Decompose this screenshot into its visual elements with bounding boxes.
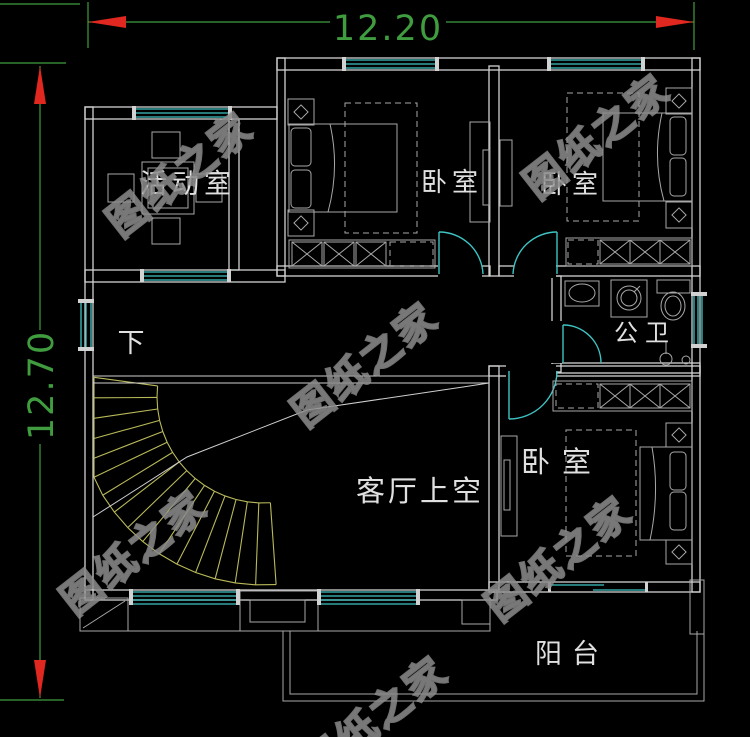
window-south-a xyxy=(129,589,240,605)
rug xyxy=(344,102,418,234)
nightstand xyxy=(287,209,315,237)
furniture-bedroom1 xyxy=(287,98,491,269)
stair-stringer xyxy=(93,377,277,586)
door-bedroom3 xyxy=(508,370,558,420)
windows xyxy=(78,57,707,605)
label-bedroom-bottom: 卧室 xyxy=(521,445,603,479)
stair-tread xyxy=(93,419,160,440)
void-edge xyxy=(92,375,490,518)
arrow-up-icon xyxy=(34,66,46,104)
chair xyxy=(107,173,135,203)
sill-and-balcony xyxy=(79,579,705,702)
stair-tread xyxy=(93,441,168,478)
pillar-small xyxy=(461,599,491,625)
furniture-activity-room xyxy=(107,131,223,245)
pillow xyxy=(669,451,687,491)
stair-tread xyxy=(93,408,158,419)
label-balcony: 阳台 xyxy=(535,639,609,670)
furniture-bedroom2 xyxy=(499,87,693,267)
window-activity-top xyxy=(132,106,232,120)
tv-cabinet xyxy=(499,139,513,207)
door-bedroom2 xyxy=(512,231,558,275)
balcony-railing-outer xyxy=(282,631,705,702)
balcony-railing-inner xyxy=(289,631,698,695)
arrow-down-icon xyxy=(34,660,46,698)
arrow-right-icon xyxy=(656,16,694,28)
rug xyxy=(566,92,640,222)
stair-tread xyxy=(176,490,215,565)
bed xyxy=(602,112,693,202)
toilet xyxy=(656,279,691,294)
door-bedroom1 xyxy=(438,231,484,275)
corner-block xyxy=(79,597,129,632)
dimension-width-label: 12.20 xyxy=(333,9,443,49)
chair xyxy=(151,131,181,159)
label-activity-room: 活动室 xyxy=(140,169,236,200)
nightstand xyxy=(665,201,693,229)
label-bedroom-top-right: 卧室 xyxy=(541,170,603,200)
walls xyxy=(84,57,701,601)
wardrobe xyxy=(552,380,693,412)
chair xyxy=(151,217,181,245)
stair-tread xyxy=(127,470,188,528)
stair-tread xyxy=(93,376,158,387)
table xyxy=(141,161,195,215)
pillow xyxy=(669,116,687,156)
tv-cabinet xyxy=(469,121,491,223)
wardrobe xyxy=(565,237,693,267)
stair-tread xyxy=(93,430,163,459)
dimension-left: 12.70 xyxy=(0,62,66,701)
pillar xyxy=(239,590,319,632)
rug xyxy=(565,429,637,557)
stair-tread xyxy=(214,499,237,579)
dimension-height-label: 12.70 xyxy=(22,330,62,440)
stair-tread xyxy=(102,451,173,496)
stair-tread xyxy=(195,495,226,573)
label-living-room-void: 客厅上空 xyxy=(356,474,484,508)
wardrobe xyxy=(288,239,436,269)
pillow xyxy=(290,127,312,167)
bed xyxy=(639,446,693,541)
label-stair-down: 下 xyxy=(118,328,145,359)
dimension-top: 12.20 xyxy=(0,2,695,50)
arrow-left-icon xyxy=(88,16,126,28)
tv-cabinet xyxy=(500,435,518,537)
stair-tread xyxy=(114,461,180,513)
furniture-bedroom3 xyxy=(500,380,693,565)
stair-tread xyxy=(269,502,277,585)
sink xyxy=(564,280,600,307)
chair xyxy=(195,173,223,203)
washing-machine xyxy=(610,279,648,318)
doors xyxy=(438,231,602,420)
nightstand xyxy=(665,422,693,448)
door-bathroom xyxy=(562,324,602,364)
fixtures-bathroom xyxy=(564,279,691,366)
bed xyxy=(288,123,398,213)
pillow xyxy=(290,169,312,209)
window-bathroom xyxy=(691,292,707,348)
label-bathroom: 公卫 xyxy=(614,319,676,347)
stair-tread xyxy=(255,502,260,585)
window-west xyxy=(78,299,94,351)
pillow xyxy=(669,491,687,531)
pillow xyxy=(669,157,687,197)
label-bedroom-top-left: 卧室 xyxy=(421,168,483,198)
nightstand xyxy=(665,539,693,565)
stair-fan xyxy=(93,376,277,586)
stair-railing-diagonal xyxy=(92,382,490,518)
window-activity-bottom xyxy=(140,269,231,282)
stair-tread xyxy=(234,501,248,584)
room-labels: 活动室 卧室 卧室 卧室 公卫 客厅上空 阳台 下 xyxy=(118,168,676,670)
nightstand xyxy=(287,98,315,126)
stair-stringer xyxy=(156,385,271,504)
nightstand xyxy=(665,87,693,115)
stair-tread xyxy=(142,478,196,542)
window-slider-bedroom3 xyxy=(548,582,648,592)
stair-tread xyxy=(158,485,205,555)
window-south-b xyxy=(317,589,420,605)
window-bedroom2-top xyxy=(547,57,645,71)
window-bedroom1-top xyxy=(342,57,439,71)
